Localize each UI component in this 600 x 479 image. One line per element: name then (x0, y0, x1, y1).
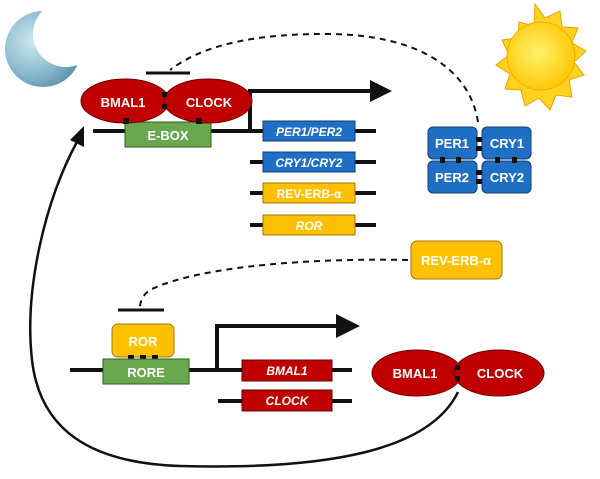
per1-box (427, 126, 478, 160)
rore-promoter (102, 358, 190, 385)
top-transcription-arrowhead (370, 80, 392, 102)
e-box-promoter (124, 121, 212, 148)
bottom-transcription-arrowhead (336, 314, 360, 338)
top-clock-label: CLOCK (186, 95, 233, 110)
feedback-loop-arrow (29, 139, 460, 468)
top-bmal1-label: BMAL1 (101, 95, 146, 110)
gene-per1-per2-label: PER1/PER2 (276, 125, 342, 139)
top-clock-ellipse (163, 78, 253, 124)
top-target-genes: PER1/PER2 CRY1/CRY2 REV-ERB-α ROR (250, 120, 376, 236)
gene-per1-per2 (262, 120, 356, 142)
cry1-box (481, 126, 532, 160)
per2-label: PER2 (435, 170, 469, 185)
rev-erb-protein (410, 240, 503, 280)
per1-label: PER1 (435, 136, 469, 151)
cry2-label: CRY2 (490, 170, 524, 185)
gene-bmal1 (241, 359, 333, 382)
gene-bmal1-label: BMAL1 (266, 364, 308, 378)
cry1-label: CRY1 (490, 136, 524, 151)
gene-rev-erb-label: REV-ERB-α (277, 187, 342, 201)
per-cry-complex: PER1 CRY1 PER2 CRY2 (427, 126, 532, 194)
moon-icon (5, 1, 99, 87)
feedback-loop-arrowhead (70, 126, 84, 147)
gene-clock-label: CLOCK (266, 394, 310, 408)
gene-cry1-cry2-label: CRY1/CRY2 (276, 156, 343, 170)
rev-erb-protein-label: REV-ERB-α (421, 253, 491, 268)
output-clock-label: CLOCK (477, 366, 524, 381)
cry2-box (481, 160, 532, 194)
bottom-transcription-arrow (215, 324, 338, 370)
gene-cry1-cry2 (262, 151, 356, 173)
output-clock-ellipse (453, 349, 545, 397)
gene-ror (262, 214, 356, 236)
output-bmal1-label: BMAL1 (393, 366, 438, 381)
sun-icon (495, 2, 587, 111)
gene-clock (241, 389, 333, 412)
bottom-target-genes: BMAL1 CLOCK (218, 359, 352, 412)
e-box-label: E-BOX (147, 128, 189, 143)
per-cry-inhibition-path (169, 32, 479, 123)
rev-erb-inhibition-path (139, 258, 409, 308)
per2-box (427, 160, 478, 194)
gene-rev-erb (262, 182, 356, 204)
ror-activator-label: ROR (129, 334, 159, 349)
top-bmal1-clock-complex: BMAL1 CLOCK (80, 78, 253, 124)
top-transcription-arrow (248, 89, 372, 131)
rore-label: RORE (127, 365, 165, 380)
output-bmal1-clock-complex: BMAL1 CLOCK (371, 349, 545, 397)
gene-ror-label: ROR (296, 219, 323, 233)
